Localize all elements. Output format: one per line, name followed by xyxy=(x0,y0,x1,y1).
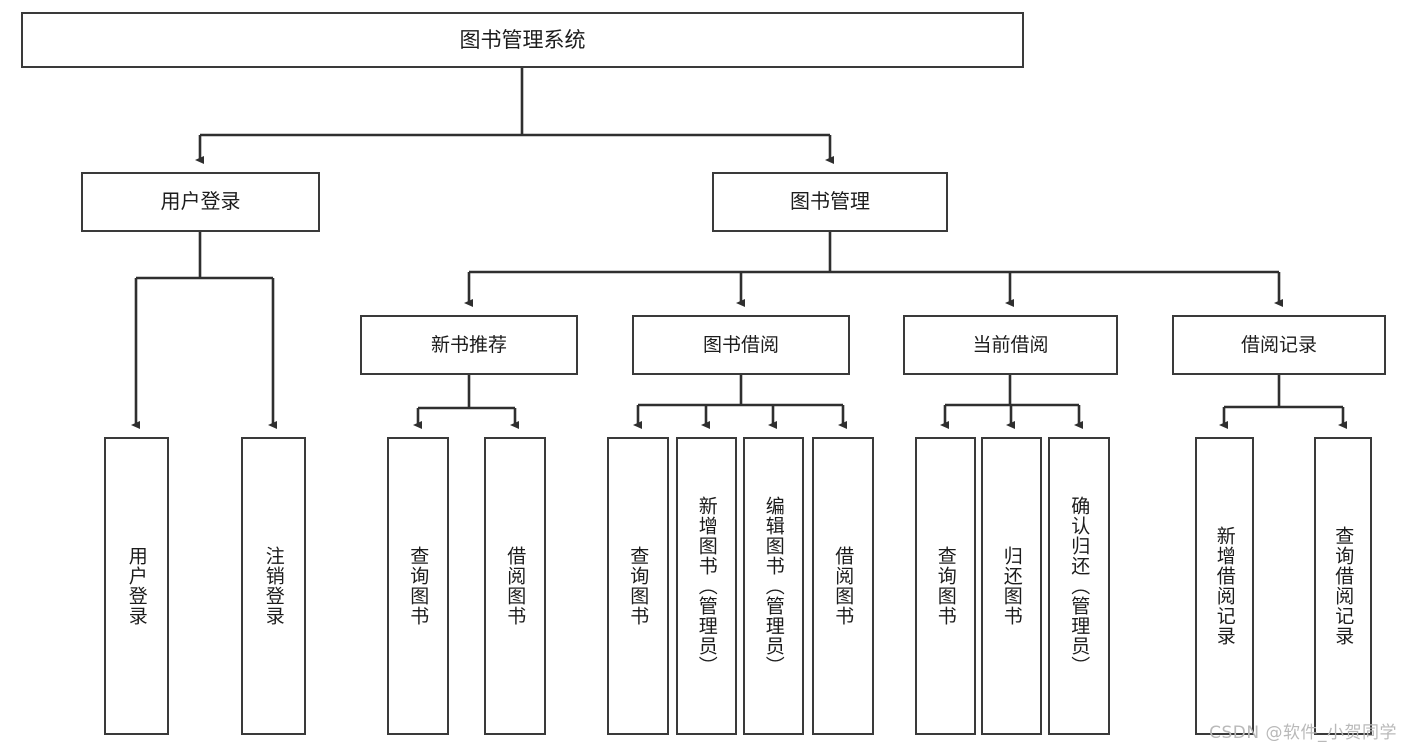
node-label: 查询图书 xyxy=(934,546,957,626)
node-label: 编辑图书（管理员） xyxy=(762,496,785,676)
node-leaf-add-book[interactable]: 新增图书（管理员） xyxy=(676,437,737,735)
node-label: 新书推荐 xyxy=(430,333,507,356)
node-label: 确认归还（管理员） xyxy=(1068,496,1091,676)
node-label: 注销登录 xyxy=(262,546,285,626)
node-label: 借阅图书 xyxy=(832,546,855,626)
node-label: 图书管理 xyxy=(790,189,870,214)
node-user-login[interactable]: 用户登录 xyxy=(81,172,320,232)
node-label: 查询借阅记录 xyxy=(1332,526,1355,646)
node-borrow-record[interactable]: 借阅记录 xyxy=(1172,315,1386,375)
node-label: 新增借阅记录 xyxy=(1213,526,1236,646)
node-current-borrow[interactable]: 当前借阅 xyxy=(903,315,1118,375)
node-label: 查询图书 xyxy=(407,546,430,626)
node-label: 借阅记录 xyxy=(1240,333,1317,356)
node-leaf-borrow-book-1[interactable]: 借阅图书 xyxy=(484,437,546,735)
node-label: 归还图书 xyxy=(1000,546,1023,626)
node-leaf-edit-book[interactable]: 编辑图书（管理员） xyxy=(743,437,804,735)
node-leaf-query-record[interactable]: 查询借阅记录 xyxy=(1314,437,1372,735)
node-leaf-query-book-1[interactable]: 查询图书 xyxy=(387,437,449,735)
node-label: 新增图书（管理员） xyxy=(695,496,718,676)
node-leaf-query-book-2[interactable]: 查询图书 xyxy=(607,437,669,735)
node-label: 图书管理系统 xyxy=(459,27,586,52)
node-leaf-logout-login[interactable]: 注销登录 xyxy=(241,437,306,735)
node-leaf-return-book[interactable]: 归还图书 xyxy=(981,437,1042,735)
node-label: 图书借阅 xyxy=(702,333,779,356)
node-leaf-confirm-return[interactable]: 确认归还（管理员） xyxy=(1048,437,1110,735)
node-label: 用户登录 xyxy=(160,189,241,214)
node-leaf-borrow-book-2[interactable]: 借阅图书 xyxy=(812,437,874,735)
node-leaf-add-record[interactable]: 新增借阅记录 xyxy=(1195,437,1254,735)
node-label: 借阅图书 xyxy=(504,546,527,626)
node-label: 当前借阅 xyxy=(972,333,1049,356)
node-label: 查询图书 xyxy=(627,546,650,626)
node-leaf-user-login[interactable]: 用户登录 xyxy=(104,437,169,735)
node-leaf-query-book-3[interactable]: 查询图书 xyxy=(915,437,976,735)
node-book-management[interactable]: 图书管理 xyxy=(712,172,948,232)
node-new-book-recommend[interactable]: 新书推荐 xyxy=(360,315,578,375)
node-book-borrow[interactable]: 图书借阅 xyxy=(632,315,850,375)
node-root-system[interactable]: 图书管理系统 xyxy=(21,12,1024,68)
node-label: 用户登录 xyxy=(125,546,148,626)
csdn-watermark: CSDN @软件_小贺同学 xyxy=(1209,723,1397,743)
